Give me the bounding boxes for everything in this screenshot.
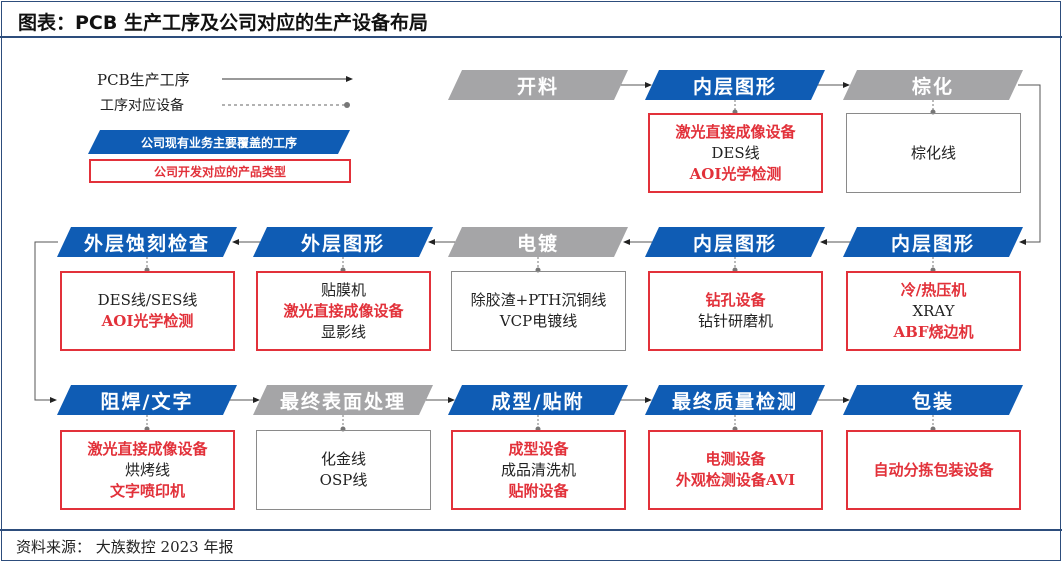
equipment-item: 钻孔设备 (705, 291, 766, 309)
legend-link-dot (344, 102, 350, 108)
connector-left (34, 241, 58, 403)
equipment-item: 钻针研磨机 (697, 312, 773, 330)
equipment-box: 成型设备成品清洗机贴附设备 (451, 430, 626, 510)
legend-link-label: 工序对应设备 (100, 98, 184, 114)
footer-divider (0, 529, 1062, 531)
equipment-item: 外观检测设备AVI (675, 471, 796, 489)
process-step: 内层图形 (645, 70, 825, 100)
equipment-item: XRAY (912, 301, 955, 320)
equipment-box: 除胶渣+PTH沉铜线 VCP电镀线 (451, 271, 626, 351)
equipment-item: 电测设备 (705, 450, 766, 468)
figure-title: 图表：PCB 生产工序及公司对应的生产设备布局 (0, 0, 1062, 38)
equipment-item: 化金线 (320, 450, 366, 468)
equipment-item: DES线 (711, 143, 760, 162)
equipment-box: 激光直接成像设备 DES线 AOI光学检测 (648, 113, 823, 193)
process-step: 阻焊/文字 (57, 385, 237, 415)
equipment-box: 自动分拣包装设备 (846, 430, 1021, 510)
source-note: 资料来源： 大族数控 2023 年报 (16, 538, 234, 556)
legend-company-process: 公司现有业务主要覆盖的工序 (88, 130, 350, 154)
equipment-item: 除胶渣+PTH沉铜线 (470, 291, 607, 309)
equipment-box: 贴膜机激光直接成像设备显影线 (256, 271, 431, 351)
process-step: 内层图形 (645, 227, 825, 257)
equipment-item: 激光直接成像设备 (283, 301, 404, 320)
equipment-item: 成型设备 (508, 439, 569, 458)
equipment-item: 贴膜机 (320, 280, 366, 299)
equipment-item: 自动分拣包装设备 (873, 460, 994, 479)
equipment-item: 文字喷印机 (109, 481, 185, 500)
connector-right (1018, 84, 1041, 245)
legend-company-product: 公司开发对应的产品类型 (89, 159, 351, 183)
process-step: 最终质量检测 (645, 385, 825, 415)
equipment-item: AOI光学检测 (101, 312, 194, 330)
equipment-item: OSP线 (319, 471, 368, 489)
legend-flow-label: PCB生产工序 (97, 71, 190, 89)
equipment-box: 电测设备外观检测设备AVI (648, 430, 823, 510)
process-step: 开料 (448, 70, 628, 100)
process-step: 内层图形 (843, 227, 1023, 257)
equipment-box: 棕化线 (846, 113, 1021, 193)
equipment-item: ABF烧边机 (893, 322, 974, 341)
equipment-item: 烘烤线 (124, 460, 170, 479)
process-step: 成型/贴附 (448, 385, 628, 415)
equipment-item: DES线/SES线 (97, 291, 198, 309)
process-step: 包装 (843, 385, 1023, 415)
equipment-item: 冷/热压机 (900, 280, 967, 299)
equipment-box: 激光直接成像设备烘烤线文字喷印机 (60, 430, 235, 510)
equipment-item: 显影线 (320, 322, 366, 341)
process-step: 电镀 (448, 227, 628, 257)
equipment-item: 棕化线 (910, 143, 956, 162)
process-step: 外层图形 (253, 227, 433, 257)
process-step: 棕化 (843, 70, 1023, 100)
equipment-box: DES线/SES线 AOI光学检测 (60, 271, 235, 351)
equipment-box: 化金线 OSP线 (256, 430, 431, 510)
equipment-item: 成品清洗机 (500, 460, 576, 479)
equipment-box: 冷/热压机 XRAY ABF烧边机 (846, 271, 1021, 351)
equipment-box: 钻孔设备钻针研磨机 (648, 271, 823, 351)
process-step: 外层蚀刻检查 (57, 227, 237, 257)
equipment-item: AOI光学检测 (689, 164, 782, 183)
equipment-item: VCP电镀线 (499, 312, 578, 330)
equipment-item: 贴附设备 (508, 481, 569, 500)
equipment-item: 激光直接成像设备 (87, 439, 208, 458)
process-step: 最终表面处理 (253, 385, 433, 415)
equipment-item: 激光直接成像设备 (675, 122, 796, 141)
